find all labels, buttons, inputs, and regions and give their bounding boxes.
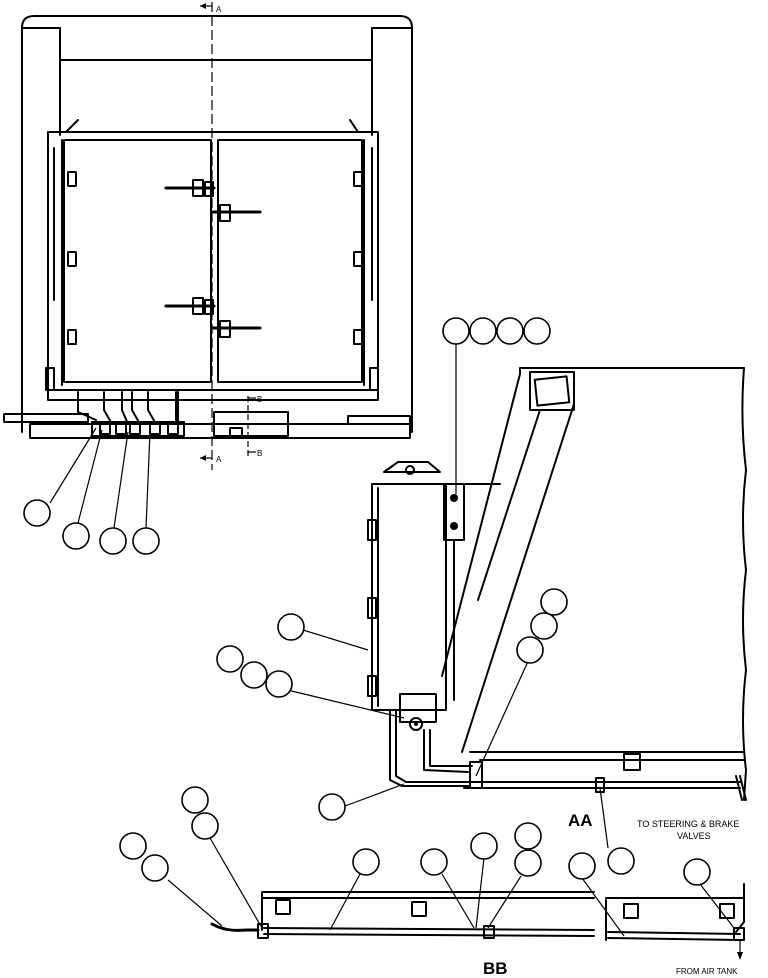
view-label-bb: BB bbox=[483, 959, 508, 978]
callout-balloon bbox=[141, 854, 169, 882]
callout-balloon bbox=[277, 613, 305, 641]
callout-balloon bbox=[607, 847, 635, 875]
callout-balloon bbox=[240, 661, 268, 689]
callout-balloon bbox=[683, 858, 711, 886]
callout-balloon bbox=[23, 499, 51, 527]
callout-balloon bbox=[318, 793, 346, 821]
callout-leaders-bb bbox=[167, 837, 735, 937]
callout-leaders-aa bbox=[278, 344, 609, 849]
callout-balloon bbox=[496, 317, 524, 345]
callout-balloon bbox=[265, 670, 293, 698]
view-aa bbox=[367, 367, 747, 801]
section-mark-b-top: B bbox=[257, 395, 262, 404]
callout-leaders-front bbox=[49, 427, 151, 529]
note-steering-line1: TO STEERING & BRAKE bbox=[637, 819, 739, 829]
note-steering-line2: VALVES bbox=[677, 831, 711, 841]
callout-balloon bbox=[99, 527, 127, 555]
callout-balloon bbox=[62, 522, 90, 550]
view-label-aa: AA bbox=[568, 811, 593, 830]
callout-balloon bbox=[181, 786, 209, 814]
callout-balloon bbox=[523, 317, 551, 345]
view-bb bbox=[210, 883, 745, 960]
section-mark-a-bottom: A bbox=[216, 455, 222, 464]
callout-balloon bbox=[470, 832, 498, 860]
callout-balloon bbox=[514, 822, 542, 850]
callout-balloon bbox=[442, 317, 470, 345]
callout-balloon bbox=[469, 317, 497, 345]
section-mark-b-bottom: B bbox=[257, 449, 262, 458]
callout-balloon bbox=[514, 849, 542, 877]
callout-balloon bbox=[540, 588, 568, 616]
section-mark-a-top: A bbox=[216, 5, 222, 14]
latch bbox=[210, 204, 262, 222]
latch bbox=[210, 320, 262, 338]
callout-balloon bbox=[516, 636, 544, 664]
callout-balloon bbox=[119, 832, 147, 860]
callout-balloon bbox=[530, 612, 558, 640]
callout-balloon bbox=[191, 812, 219, 840]
note-air-tank: FROM AIR TANK bbox=[676, 967, 738, 976]
callout-balloon bbox=[132, 527, 160, 555]
front-view bbox=[3, 2, 413, 470]
callout-balloon bbox=[352, 848, 380, 876]
callout-balloon bbox=[216, 645, 244, 673]
latch bbox=[164, 179, 216, 197]
callout-balloon bbox=[420, 848, 448, 876]
callout-balloon bbox=[568, 852, 596, 880]
latch bbox=[164, 297, 216, 315]
